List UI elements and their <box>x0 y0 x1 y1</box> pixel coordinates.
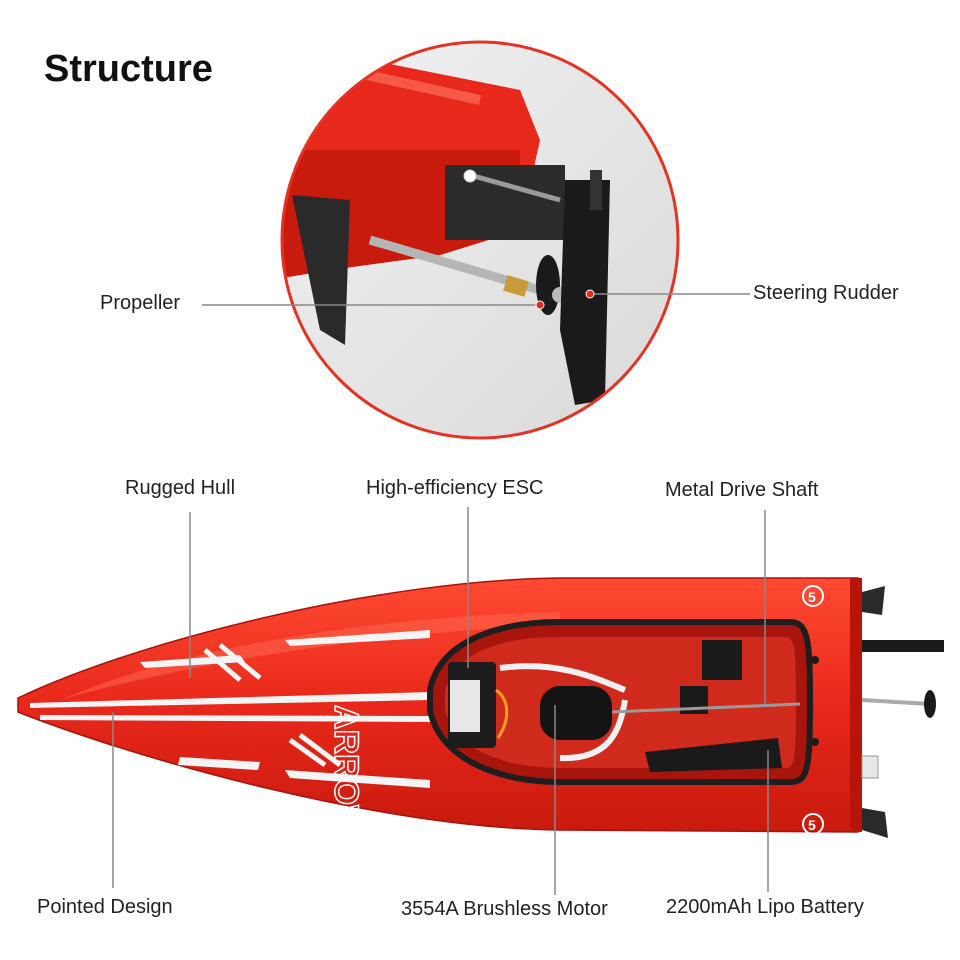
rugged-hull-label: Rugged Hull <box>125 477 236 499</box>
motor-label: 3554A Brushless Motor <box>401 898 608 920</box>
brushless-motor <box>540 686 612 740</box>
esc-label: High-efficiency ESC <box>366 477 544 499</box>
motor-mount-plate <box>445 165 565 240</box>
trim-tab <box>292 195 350 345</box>
number-badge-top <box>802 585 824 607</box>
servo <box>702 640 742 680</box>
steering-rudder-label: Steering Rudder <box>753 282 899 304</box>
rudder-detail <box>560 180 610 405</box>
lower-trim-tab <box>862 808 888 838</box>
boat-propeller <box>924 690 936 718</box>
battery-label: 2200mAh Lipo Battery <box>666 896 864 918</box>
upper-trim-tab <box>862 586 885 615</box>
center-stripe <box>30 692 430 708</box>
page-title: Structure <box>44 48 213 90</box>
drive-shaft-label: Metal Drive Shaft <box>665 479 819 501</box>
drive-shaft <box>611 702 801 714</box>
hull-name-text: ARROW <box>327 705 365 838</box>
pointed-design-label: Pointed Design <box>37 896 173 918</box>
propeller-label: Propeller <box>100 292 181 314</box>
zoom-detail-circle <box>280 40 680 440</box>
lipo-battery <box>645 738 782 772</box>
boat-top-view: ARROW 5 5 <box>17 577 944 839</box>
stern-shaft <box>861 698 931 706</box>
number-bottom: 5 <box>808 817 816 833</box>
number-badge-bottom <box>802 813 824 835</box>
top-rudder <box>862 640 944 652</box>
number-top: 5 <box>808 589 816 605</box>
